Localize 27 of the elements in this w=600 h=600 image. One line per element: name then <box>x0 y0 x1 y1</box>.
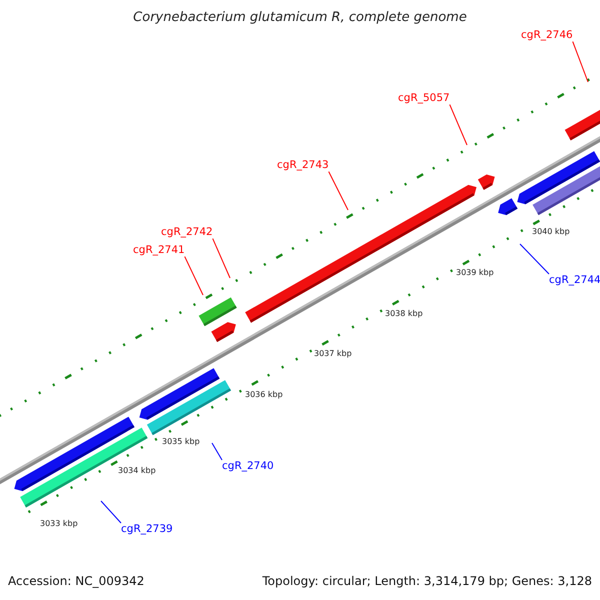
gene-label: cgR_2740 <box>222 460 274 473</box>
leader-line <box>212 238 230 278</box>
gene-label: cgR_5057 <box>398 92 450 105</box>
gene-label: cgR_2742 <box>161 226 213 239</box>
scale-label: 3035 kbp <box>162 437 200 447</box>
scale-label: 3033 kbp <box>40 519 78 529</box>
footer-text: Accession: NC_009342 <box>8 574 144 588</box>
scale-label: 3037 kbp <box>314 349 352 359</box>
gene-label: cgR_2746 <box>521 29 573 42</box>
scale-label: 3034 kbp <box>118 466 156 476</box>
scale-label: 3039 kbp <box>456 268 494 278</box>
gene-label: cgR_2741 <box>133 244 185 257</box>
gene-label: cgR_2744 <box>549 274 600 287</box>
leader-line <box>328 171 348 210</box>
gene-label: cgR_2739 <box>121 523 173 536</box>
leader-line <box>572 41 588 82</box>
leader-line <box>212 442 222 460</box>
scale-label: 3040 kbp <box>532 227 570 237</box>
scale-label: 3038 kbp <box>385 309 423 319</box>
footer-text: Topology: circular; Length: 3,314,179 bp; Genes: 3,128 <box>262 574 592 588</box>
leader-line <box>449 104 468 146</box>
leader-line <box>520 244 550 274</box>
scale-label: 3036 kbp <box>245 390 283 400</box>
gene-label: cgR_2743 <box>277 159 329 172</box>
leader-line <box>184 256 204 296</box>
title: Corynebacterium glutamicum R, complete genome <box>132 10 468 26</box>
leader-line <box>100 500 122 524</box>
